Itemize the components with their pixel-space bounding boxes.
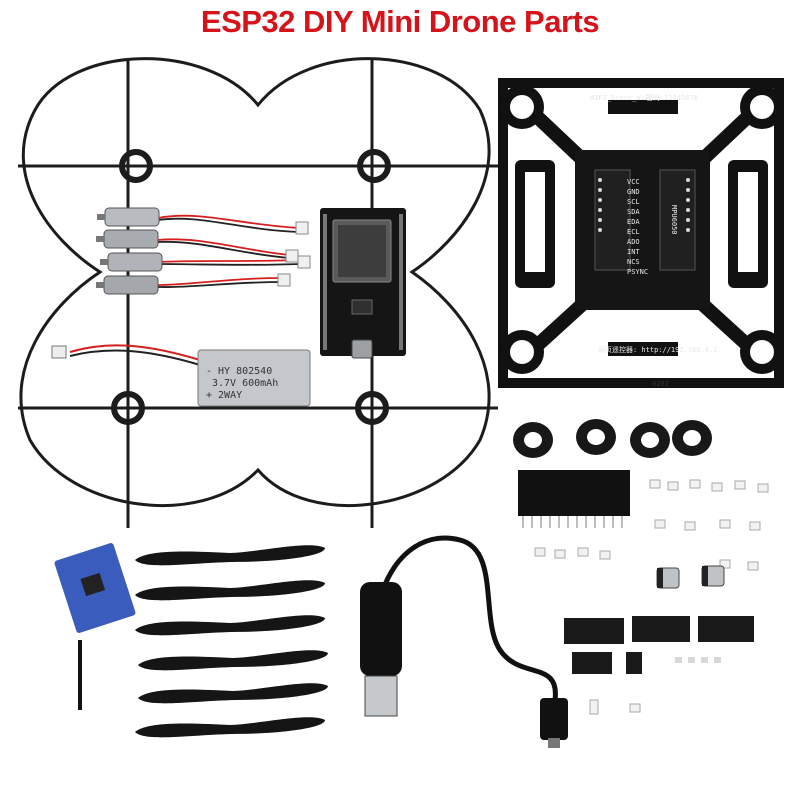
esp32-board-icon: [320, 208, 406, 359]
battery-label-line1: - HY 802540: [206, 366, 272, 377]
pcb-pin-label: ECL: [627, 228, 640, 236]
rubber-damper-icon: [513, 419, 712, 458]
pcb-pin-label: SCL: [627, 198, 640, 206]
smd-chip-icon: [564, 616, 754, 674]
connector-icon: [534, 479, 769, 715]
pcb-top-label-2: 密码:12345678: [646, 93, 698, 102]
header-pin-icon: [518, 470, 630, 528]
pcb-pin-label: NCS: [627, 258, 640, 266]
pcb-pin-label: VCC: [627, 178, 640, 186]
pcb-pin-label: ADO: [627, 238, 640, 246]
pcb-corner-code: 0202: [652, 380, 669, 388]
propeller-guard-icon: [18, 57, 498, 528]
battery-icon: - HY 802540 3.7V 600mAh + 2WAY: [51, 344, 311, 407]
pcb-pin-label: INT: [627, 248, 640, 256]
pcb-pin-label: PSYNC: [627, 268, 648, 276]
pcb-module-label: MPU6050: [670, 205, 678, 235]
page-title: ESP32 DIY Mini Drone Parts: [200, 4, 600, 39]
motor-icon: [96, 207, 311, 295]
pcb-pin-label: GND: [627, 188, 640, 196]
battery-label-line3: + 2WAY: [206, 390, 242, 401]
pcb-bottom-label: 网页遥控器: http://192.168.4.1: [598, 345, 717, 354]
propeller-icon: [135, 545, 328, 738]
usb-cable-icon: [360, 535, 568, 748]
pcb-pin-label: SDA: [627, 208, 640, 216]
drone-frame-pcb-icon: WIFI_Drone_WiFi 密码:12345678 VCC GND SCL …: [498, 78, 784, 388]
pcb-top-label: WIFI_Drone_WiFi: [590, 94, 653, 102]
pcb-pin-label: EDA: [627, 218, 640, 226]
battery-label-line2: 3.7V 600mAh: [212, 378, 278, 389]
capacitor-icon: [656, 565, 725, 589]
mpu-sensor-icon: [54, 543, 136, 710]
